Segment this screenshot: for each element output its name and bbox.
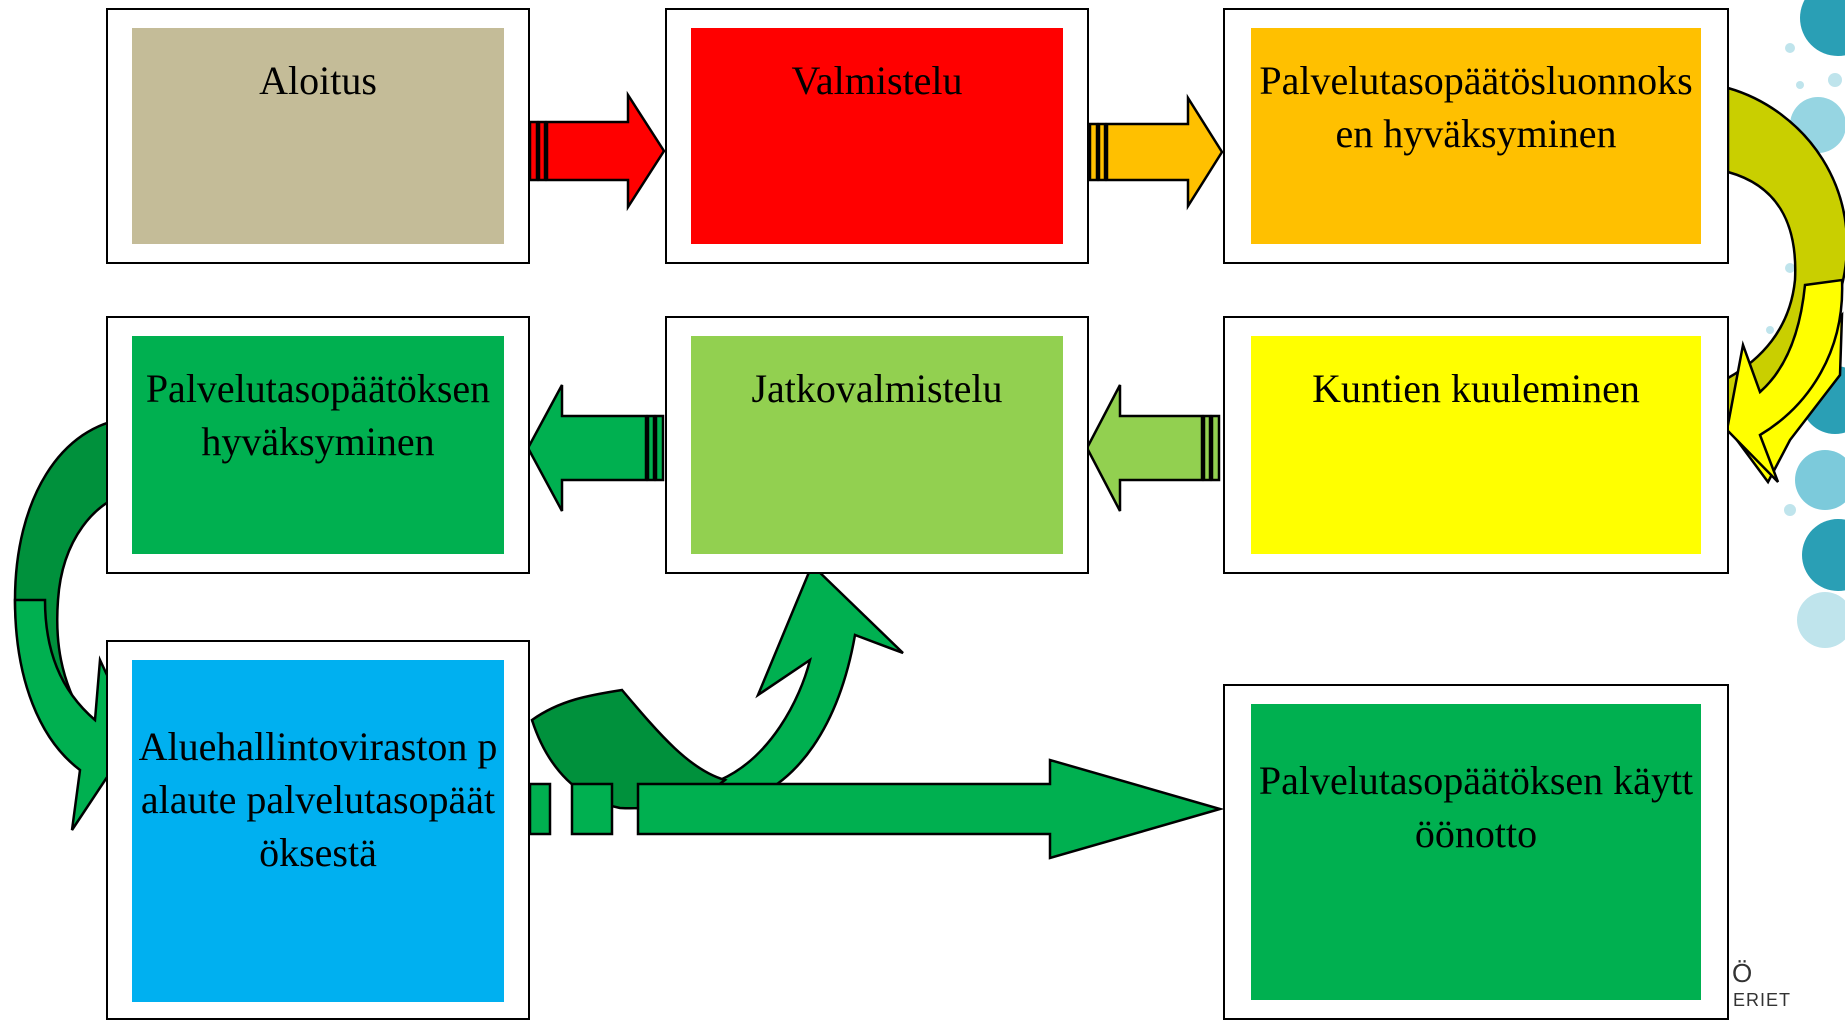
step-aloitus-fill: Aloitus bbox=[132, 28, 504, 244]
arrow-valmistelu-to-luonnos bbox=[1088, 93, 1224, 211]
arrow-luonnos-to-kuntien bbox=[1710, 86, 1845, 485]
step-aloitus-label: Aloitus bbox=[259, 58, 377, 103]
step-jatkovalmistelu-label: Jatkovalmistelu bbox=[751, 366, 1003, 411]
step-kuntien-kuuleminen-label: Kuntien kuuleminen bbox=[1312, 366, 1640, 411]
step-jatkovalmistelu: Jatkovalmistelu bbox=[665, 316, 1089, 574]
arrow-avi-to-jatkovalmistelu bbox=[530, 562, 904, 810]
step-kuntien-kuuleminen-fill: Kuntien kuuleminen bbox=[1251, 336, 1701, 554]
arrow-avi-to-kayttoonotto bbox=[528, 758, 1225, 860]
arrow-jatko-to-hyvaksyminen bbox=[526, 384, 665, 512]
footer-glyph: Ö bbox=[1732, 958, 1753, 988]
step-valmistelu: Valmistelu bbox=[665, 8, 1089, 264]
step-valmistelu-label: Valmistelu bbox=[791, 58, 963, 103]
step-palvelutasopaatoksen-hyvaksyminen: Palvelutasopäätöksen hyväksyminen bbox=[106, 316, 530, 574]
step-palvelutasopaatoksen-hyvaksyminen-label: Palvelutasopäätöksen hyväksyminen bbox=[145, 366, 491, 464]
arrow-kuntien-to-jatkovalmistelu bbox=[1085, 384, 1221, 512]
arrow-aloitus-to-valmistelu bbox=[528, 90, 666, 212]
step-kayttoonotto-label: Palvelutasopäätöksen käyttöönotto bbox=[1258, 758, 1694, 856]
step-luonnoksen-hyvaksyminen: Palvelutasopäätösluonnoksen hyväksyminen bbox=[1223, 8, 1729, 264]
step-kayttoonotto-fill: Palvelutasopäätöksen käyttöönotto bbox=[1251, 704, 1701, 1000]
step-aluehallintovirasto-palaute: Aluehallintoviraston palaute palvelutaso… bbox=[106, 640, 530, 1020]
step-luonnoksen-hyvaksyminen-label: Palvelutasopäätösluonnoksen hyväksyminen bbox=[1259, 58, 1693, 156]
step-aluehallintovirasto-palaute-label: Aluehallintoviraston palaute palvelutaso… bbox=[138, 724, 498, 875]
step-jatkovalmistelu-fill: Jatkovalmistelu bbox=[691, 336, 1063, 554]
step-kayttoonotto: Palvelutasopäätöksen käyttöönotto bbox=[1223, 684, 1729, 1020]
arrow-hyvaksyminen-to-avi bbox=[13, 416, 137, 831]
step-aluehallintovirasto-palaute-fill: Aluehallintoviraston palaute palvelutaso… bbox=[132, 660, 504, 1002]
footer-partial-text: ERIET bbox=[1733, 990, 1792, 1010]
step-aloitus: Aloitus bbox=[106, 8, 530, 264]
step-valmistelu-fill: Valmistelu bbox=[691, 28, 1063, 244]
step-palvelutasopaatoksen-hyvaksyminen-fill: Palvelutasopäätöksen hyväksyminen bbox=[132, 336, 504, 554]
step-kuntien-kuuleminen: Kuntien kuuleminen bbox=[1223, 316, 1729, 574]
step-luonnoksen-hyvaksyminen-fill: Palvelutasopäätösluonnoksen hyväksyminen bbox=[1251, 28, 1701, 244]
decorative-dots bbox=[1766, 0, 1845, 648]
